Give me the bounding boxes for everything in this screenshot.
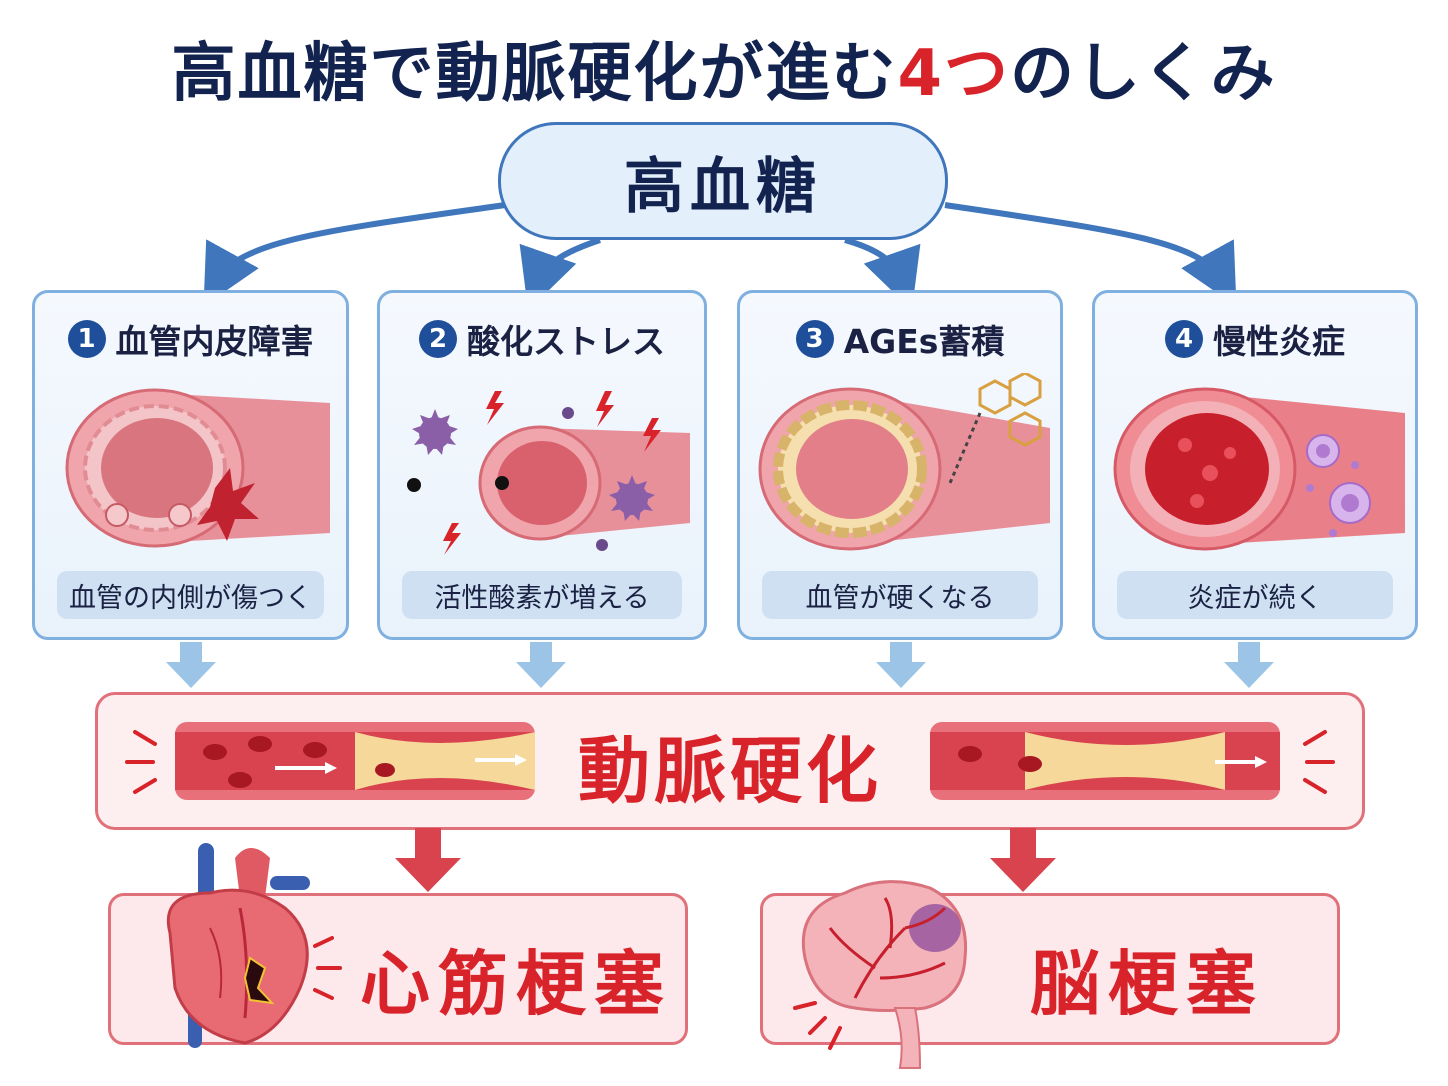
- root-connectors: [166, 202, 1274, 688]
- card-title-3: AGEs蓄積: [843, 322, 1005, 361]
- card-heading-4: 4 慢性炎症: [1095, 315, 1415, 363]
- mechanism-card-3: 3 AGEs蓄積 血管が硬くなる: [737, 290, 1063, 640]
- card-caption-2: 活性酸素が増える: [402, 571, 682, 619]
- card-title-4: 慢性炎症: [1213, 322, 1345, 361]
- cerebral-infarction-text: 脳梗塞: [1030, 943, 1264, 1025]
- root-node-hyperglycemia: 高血糖: [498, 122, 948, 240]
- connector-arrow-4: [944, 202, 1237, 307]
- stiff-vessel-illustration: [758, 373, 1050, 551]
- caption-text-4: 炎症が続く: [1187, 582, 1323, 614]
- myocardial-infarction-text: 心筋梗塞: [360, 943, 672, 1025]
- atherosclerosis-artwork: [125, 722, 1335, 800]
- tear-burst-icon: [197, 468, 259, 541]
- molecule-icon: [948, 373, 1042, 484]
- card-caption-3: 血管が硬くなる: [762, 571, 1038, 619]
- atherosclerosis-text: 動脈硬化: [577, 729, 882, 813]
- page-title: 高血糖で動脈硬化が進む4つのしくみ: [0, 22, 1448, 114]
- title-highlight: 4つ: [897, 37, 1010, 111]
- free-radical-icon-2: [609, 475, 655, 521]
- connector-arrow-2: [519, 237, 601, 311]
- damaged-vessel-illustration: [65, 388, 330, 548]
- caption-text-2: 活性酸素が増える: [434, 582, 650, 614]
- number-badge-1: 1: [67, 320, 106, 358]
- immune-cell-icon: [1306, 434, 1371, 537]
- card-heading-1: 1 血管内皮障害: [35, 315, 346, 363]
- free-radical-icon: [412, 409, 458, 455]
- oxidative-vessel-illustration: [407, 391, 690, 555]
- infarct-icon: [243, 956, 275, 1005]
- alert-lines-left: [125, 730, 157, 794]
- narrowed-artery-right: [930, 722, 1280, 800]
- lightning-icon: [443, 391, 661, 555]
- heart-illustration: [167, 843, 342, 1048]
- narrowed-artery-left: [175, 722, 535, 800]
- atherosclerosis-label: 動脈硬化: [540, 712, 920, 817]
- title-main: 高血糖で動脈硬化が進む: [171, 37, 898, 111]
- number-badge-4: 4: [1165, 320, 1203, 358]
- card-title-1: 血管内皮障害: [115, 322, 314, 361]
- connector-arrow-1: [203, 202, 506, 307]
- title-tail: のしくみ: [1009, 37, 1277, 111]
- card-down-arrows: [166, 642, 1274, 688]
- connector-arrow-3: [844, 237, 921, 311]
- inflamed-vessel-illustration: [1113, 387, 1405, 551]
- mechanism-card-1: 1 血管内皮障害 血管の内側が傷つく: [32, 290, 349, 640]
- caption-text-1: 血管の内側が傷つく: [69, 582, 312, 614]
- number-badge-2: 2: [419, 320, 457, 358]
- card-heading-2: 2 酸化ストレス: [380, 315, 704, 363]
- mechanism-card-2: 2 酸化ストレス 活性酸素が増える: [377, 290, 707, 640]
- outcome-arrows: [395, 828, 1056, 892]
- card-heading-3: 3 AGEs蓄積: [740, 315, 1060, 363]
- alert-lines-right: [1303, 730, 1335, 794]
- card-title-2: 酸化ストレス: [467, 322, 665, 361]
- root-label: 高血糖: [624, 151, 822, 222]
- mechanism-card-4: 4 慢性炎症 炎症が続く: [1092, 290, 1418, 640]
- caption-text-3: 血管が硬くなる: [805, 582, 995, 614]
- number-badge-3: 3: [795, 320, 834, 358]
- brain-illustration: [793, 880, 968, 1069]
- card-caption-1: 血管の内側が傷つく: [57, 571, 324, 619]
- cerebral-infarction-label: 脳梗塞: [1030, 928, 1264, 1029]
- card-caption-4: 炎症が続く: [1117, 571, 1393, 619]
- myocardial-infarction-label: 心筋梗塞: [360, 928, 672, 1029]
